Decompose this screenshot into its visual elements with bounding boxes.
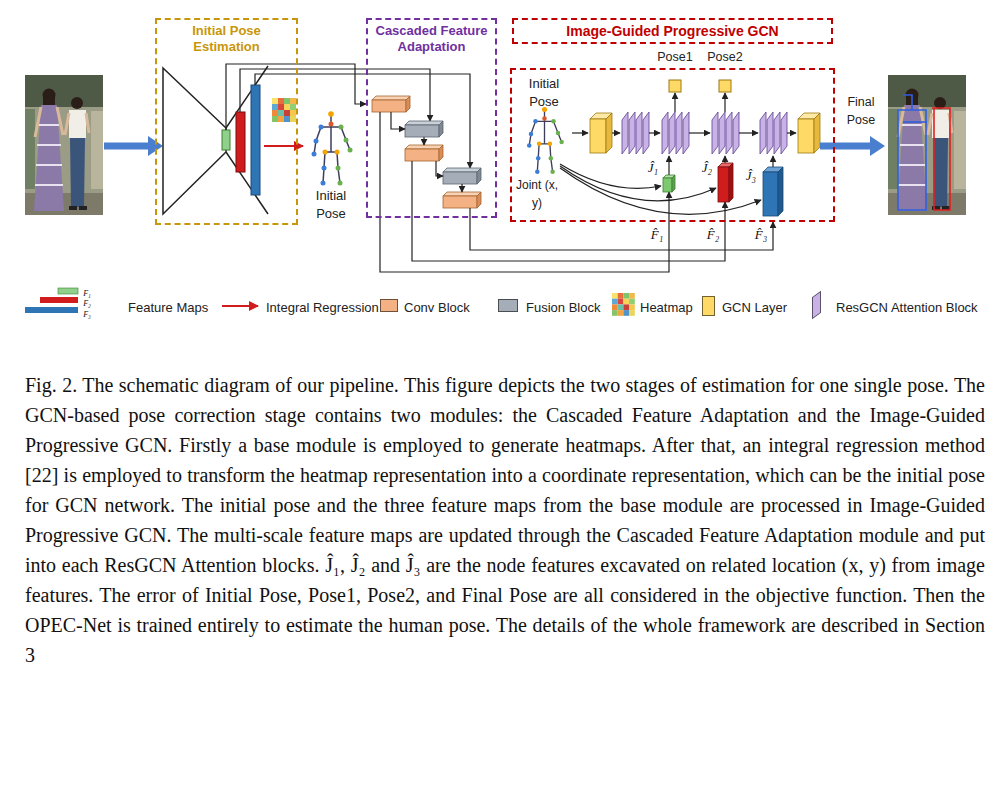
module-region: Image-Guided Progressive GCN <box>510 68 835 222</box>
legend-text: Integral Regression <box>266 300 379 315</box>
text-label: Joint (x, y) <box>516 178 558 210</box>
legend-slot: Integral Regression <box>266 298 379 316</box>
module-region: Cascaded Feature Adaptation <box>366 18 497 218</box>
legend-slot: Fusion Block <box>526 298 600 316</box>
connector-layer <box>0 0 1000 330</box>
legend-text: Conv Block <box>404 300 470 315</box>
figure-caption: Fig. 2. The schematic diagram of our pip… <box>25 370 985 670</box>
conv-block <box>372 96 410 112</box>
module-heading: Image-Guided Progressive GCN <box>512 18 833 44</box>
legend-swatch <box>498 299 518 312</box>
fusion-block <box>443 168 481 184</box>
text-label: Ĵ₁ <box>647 160 659 175</box>
fusion-block <box>405 121 443 137</box>
feature-map-2 <box>236 112 245 172</box>
legend-slot: ResGCN Attention Block <box>836 298 978 316</box>
legend-swatch <box>812 291 821 319</box>
module-heading: Cascaded Feature Adaptation <box>368 20 495 54</box>
text-label: F̂₂ <box>706 227 720 242</box>
gcn-layer <box>798 113 820 153</box>
gcn-chain-arrows <box>560 93 796 214</box>
label-slot: F̂₂ <box>703 225 723 243</box>
text-label: Initial Pose <box>316 188 346 221</box>
text-label: F₃ <box>83 310 91 319</box>
label-slot: F̂₁ <box>647 225 667 243</box>
legend-slot: Conv Block <box>404 298 470 316</box>
text-label: Pose2 <box>707 50 742 64</box>
joint-feature-2 <box>718 163 733 202</box>
legend-bar-1 <box>58 288 78 294</box>
conv-block <box>443 192 481 208</box>
joint-feature-1 <box>663 175 675 192</box>
legend-swatch <box>380 299 398 312</box>
label-slot: Ĵ₃ <box>741 166 761 184</box>
legend-text: GCN Layer <box>722 300 787 315</box>
heatmap <box>272 98 296 122</box>
legend-arrow <box>222 305 258 307</box>
label-slot: Ĵ₁ <box>643 158 663 176</box>
connector <box>298 64 366 104</box>
legend-bar-3 <box>25 307 78 313</box>
label-slot: Joint (x, y) <box>512 175 562 212</box>
text-label: Ĵ₃ <box>745 168 757 183</box>
label-slot: Ĵ₂ <box>697 158 717 176</box>
caption-box: Fig. 2. The schematic diagram of our pip… <box>25 370 985 670</box>
legend-slot: Feature Maps <box>128 298 208 316</box>
module-region: Initial Pose Estimation <box>155 18 298 225</box>
label-slot: F₂ <box>80 292 94 310</box>
cascade-wires <box>380 112 725 272</box>
resgcn-block <box>662 112 689 154</box>
output-photo <box>888 75 966 215</box>
legend-swatch <box>702 296 715 316</box>
label-slot: Initial Pose <box>515 74 573 111</box>
label-slot: Pose2 <box>700 47 750 65</box>
text-label: Final Pose <box>847 95 876 127</box>
text-label: F₁ <box>83 289 91 298</box>
legend-text: Feature Maps <box>128 300 208 315</box>
joint-feature-3 <box>763 167 783 216</box>
output-arrow <box>820 136 885 156</box>
module-heading: Initial Pose Estimation <box>157 20 296 54</box>
label-slot: F₃ <box>80 303 94 321</box>
legend-text: ResGCN Attention Block <box>836 300 978 315</box>
pose-output <box>669 80 681 92</box>
label-slot: Initial Pose <box>302 186 360 223</box>
text-label: F̂₃ <box>754 227 768 242</box>
feature-wires <box>226 64 470 168</box>
feature-map-1 <box>222 130 230 150</box>
label-slot: F₁ <box>80 282 94 300</box>
legend-heatmap <box>612 293 635 316</box>
gcn-layer <box>590 113 612 153</box>
hourglass-network <box>163 66 268 214</box>
resgcn-block <box>622 112 649 154</box>
input-photo <box>25 75 103 215</box>
text-label: Pose1 <box>657 50 692 64</box>
initial-pose-skeleton <box>312 111 353 185</box>
legend-slot: GCN Layer <box>722 298 787 316</box>
legend-slot: Heatmap <box>640 298 693 316</box>
resgcn-block <box>712 112 739 154</box>
illustration <box>0 0 1000 330</box>
label-slot: Final Pose <box>836 92 886 129</box>
text-label: Ĵ₂ <box>701 160 713 175</box>
legend-text: Fusion Block <box>526 300 600 315</box>
label-slot: F̂₃ <box>751 225 771 243</box>
text-label: Initial Pose <box>529 76 559 109</box>
connector <box>470 218 773 250</box>
text-label: F₂ <box>83 299 91 308</box>
legend-bar-2 <box>40 297 78 303</box>
resgcn-block <box>760 112 787 154</box>
pose-output <box>719 80 731 92</box>
gcn-initial-pose <box>527 107 564 174</box>
text-label: F̂₁ <box>650 227 664 242</box>
label-slot: Pose1 <box>650 47 700 65</box>
feature-map-3 <box>251 85 260 195</box>
output-pose-overlay <box>898 95 950 210</box>
legend-text: Heatmap <box>640 300 693 315</box>
conv-block <box>405 145 443 161</box>
